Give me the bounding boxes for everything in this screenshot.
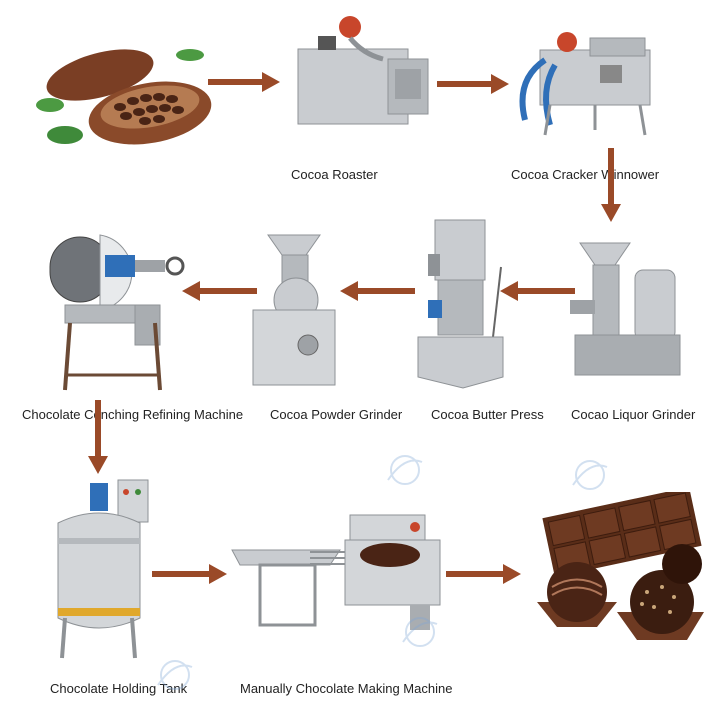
arrow-left-3 <box>182 280 257 302</box>
chocolate-holding-tank-image <box>40 478 155 663</box>
label-chocolate-conching-refining-machine: Chocolate Conching Refining Machine <box>22 407 244 422</box>
watermark-logo-4 <box>395 612 445 652</box>
label-cocoa-butter-press: Cocoa Butter Press <box>431 407 544 422</box>
label-cocoa-powder-grinder: Cocoa Powder Grinder <box>270 407 403 422</box>
label-cocao-liquor-grinder: Cocao Liquor Grinder <box>571 407 696 422</box>
watermark-logo-3 <box>150 655 200 695</box>
chocolate-products-image <box>522 492 707 647</box>
arrow-down-2 <box>87 400 109 474</box>
arrow-down-1 <box>600 148 622 222</box>
label-cocoa-roaster: Cocoa Roaster <box>291 167 378 182</box>
arrow-right-4 <box>446 563 521 585</box>
arrow-left-2 <box>340 280 415 302</box>
cocoa-liquor-grinder-image <box>565 235 685 380</box>
label-chocolate-holding-tank: Chocolate Holding Tank <box>50 681 188 696</box>
label-cocoa-cracker-winnower: Cocoa Cracker Winnower <box>511 167 660 182</box>
cocoa-roaster-image <box>293 14 433 129</box>
arrow-right-1 <box>208 71 280 93</box>
label-manually-chocolate-making-machine: Manually Chocolate Making Machine <box>240 681 453 696</box>
arrow-right-2 <box>437 73 509 95</box>
watermark-logo-1 <box>380 450 430 490</box>
chocolate-conching-refining-machine-image <box>40 225 185 395</box>
arrow-left-1 <box>500 280 575 302</box>
watermark-logo-2 <box>565 455 615 495</box>
cocoa-butter-press-image <box>413 212 508 390</box>
arrow-right-3 <box>152 563 227 585</box>
cocoa-pods-image <box>25 35 220 160</box>
cocoa-cracker-winnower-image <box>515 20 660 140</box>
manually-chocolate-making-machine-image <box>230 510 445 635</box>
cocoa-powder-grinder-image <box>248 230 340 390</box>
